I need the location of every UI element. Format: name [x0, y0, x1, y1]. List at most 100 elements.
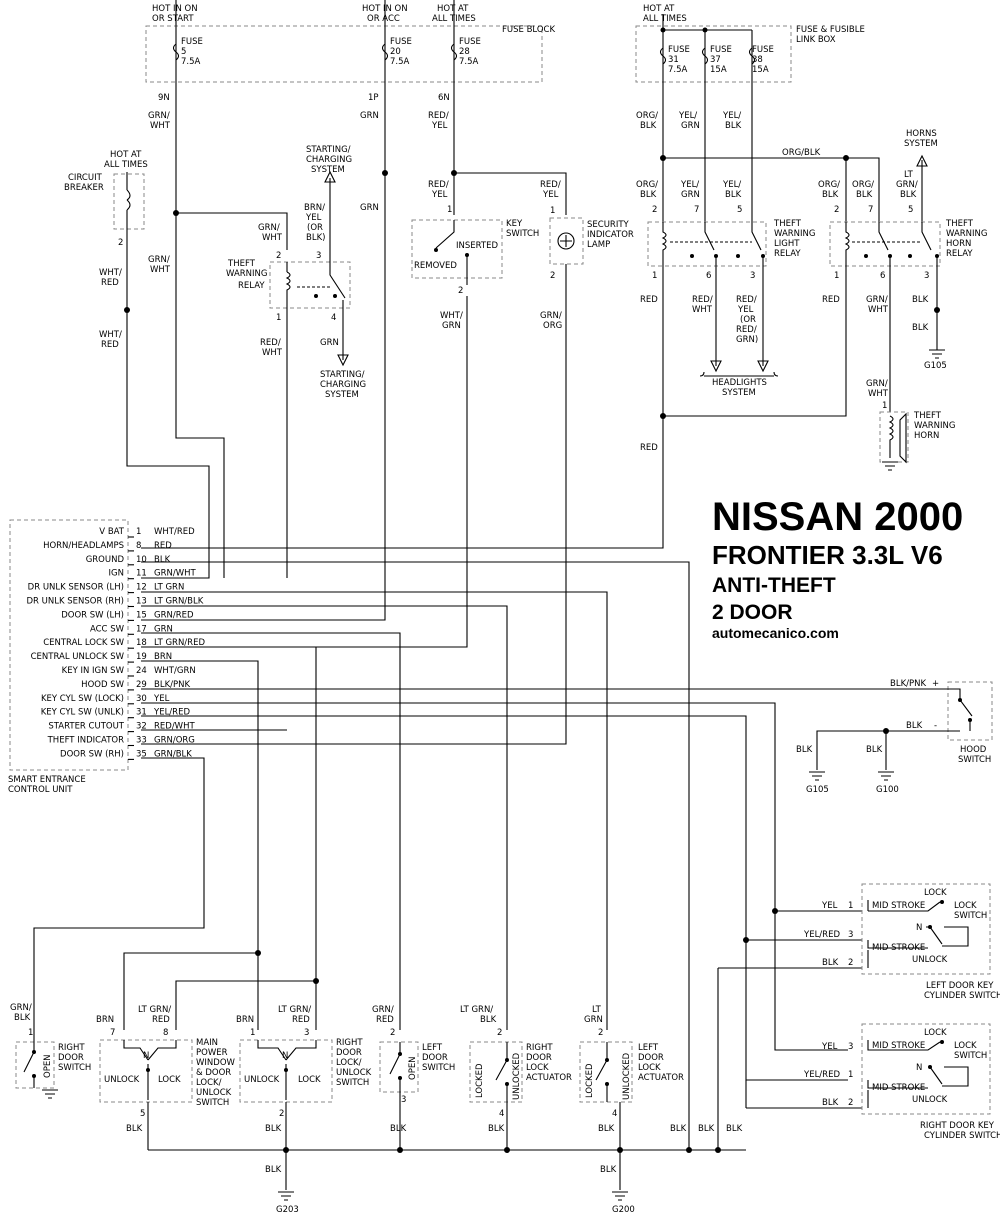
rkc-w3: BLK: [822, 1098, 839, 1108]
secu-terminal-name: KEY CYL SW (UNLK): [41, 708, 124, 718]
twlr-pin-2: 2: [652, 205, 657, 215]
twr-label-l1: THEFT: [227, 259, 256, 269]
g203-wire: BLK: [265, 1165, 282, 1175]
ground-bus: BLK BLK BLK BLK BLK G203 G200: [148, 1124, 746, 1215]
fuse-31-wire-l2: BLK: [640, 121, 657, 131]
twhr-w7-l1: ORG/: [852, 180, 874, 190]
fuse-38-name: FUSE: [752, 45, 774, 55]
mpw-label-l4: & DOOR: [196, 1068, 231, 1078]
twr-up-sys-l3: SYSTEM: [311, 165, 345, 175]
twr-in-wire-l1: GRN/: [258, 223, 280, 233]
cb-label-l2: BREAKER: [64, 183, 104, 193]
twhr-w2-l2: BLK: [822, 190, 839, 200]
twr-dn-sys-l1: STARTING/: [320, 370, 365, 380]
twhr-w2-l1: ORG/: [818, 180, 840, 190]
secu-terminal-pin: 17: [136, 624, 147, 634]
fuse-38-number: 38: [752, 55, 763, 65]
mpw-w8-l2: RED: [152, 1015, 170, 1025]
cb-wire-b-l1: WHT/: [99, 330, 122, 340]
control-unit-wires: [33, 561, 940, 1150]
hood-plus: +: [932, 679, 939, 689]
rdla-p2: 2: [497, 1028, 502, 1038]
secu-terminal-wire: WHT/RED: [154, 527, 195, 537]
lkc-n: N: [916, 923, 922, 933]
rdl-w3-l2: RED: [292, 1015, 310, 1025]
right-door-lock-unlock-switch: BRN LT GRN/ RED 1 3 N UNLOCK LOCK RIGHT …: [236, 1005, 372, 1190]
ldla-w-l1: LT: [592, 1005, 602, 1015]
cb-hot-l1: HOT AT: [110, 150, 142, 160]
rdla-label-l3: LOCK: [526, 1063, 549, 1073]
right-door-key-cylinder-switch: YEL 3 YEL/RED 1 BLK 2 LOCK MID STROKE LO…: [745, 1023, 1000, 1141]
cb-wire-a-l2: RED: [101, 278, 119, 288]
horn-label-l2: WARNING: [914, 421, 955, 431]
lkc-sw1: LOCK: [954, 901, 977, 911]
twlr-w3-l5: GRN): [736, 335, 758, 345]
fuse-31-amp: 7.5A: [668, 65, 688, 75]
twr-out4-wire: GRN: [320, 338, 339, 348]
twlr-w3-l3: (OR: [740, 315, 756, 325]
twlr-pin-5: 5: [737, 205, 742, 215]
fuse-31-name: FUSE: [668, 45, 690, 55]
fuse-38-wire-l2: BLK: [725, 121, 742, 131]
secu-terminal-wire: GRN: [154, 624, 173, 634]
secu-terminal-pin: 30: [136, 694, 147, 704]
ldla-p4: 4: [612, 1109, 617, 1119]
sil-label-l2: INDICATOR: [587, 230, 634, 240]
mpw-w7: BRN: [96, 1015, 114, 1025]
rkc-w2: YEL/RED: [803, 1070, 840, 1080]
rdl-lock: LOCK: [298, 1075, 321, 1085]
lds-w3: BLK: [390, 1124, 407, 1134]
twlr-label-l2: WARNING: [774, 229, 815, 239]
acc-wire-label: GRN: [360, 203, 379, 213]
sil-out-wire-l1: GRN/: [540, 311, 562, 321]
fuse-37-wire-l2: GRN: [681, 121, 700, 131]
lkc-unlock: UNLOCK: [912, 955, 948, 965]
secu-terminal-wire: GRN/BLK: [154, 749, 192, 759]
ldla-label-l1: LEFT: [638, 1043, 659, 1053]
cb-wire-b-l2: RED: [101, 340, 119, 350]
secu-terminal-pin: 13: [136, 597, 147, 607]
ldla-w4: BLK: [598, 1124, 615, 1134]
mpw-unlock: UNLOCK: [104, 1075, 140, 1085]
hood-g105-wire: BLK: [796, 745, 813, 755]
rkc-ms1: MID STROKE: [872, 1041, 925, 1051]
rdl-w3-l1: LT GRN/: [278, 1005, 311, 1015]
twhr-w3-b: BLK: [912, 323, 929, 333]
secu-terminal-name: DR UNLK SENSOR (RH): [27, 597, 125, 607]
hood-minus-wire: BLK: [906, 721, 923, 731]
twhr-pin-5: 5: [908, 205, 913, 215]
theft-warning-light-relay: ORG/ BLK YEL/ GRN YEL/ BLK 2 7 5 THEFT W…: [636, 180, 815, 398]
twhr-w3: BLK: [912, 295, 929, 305]
secu-terminal-pin: 8: [136, 541, 141, 551]
twlr-w6-l1: RED/: [692, 295, 713, 305]
twr-up-sys-l1: STARTING/: [306, 145, 351, 155]
twr-out-wire-l1: RED/: [260, 338, 281, 348]
twhr-pin-7: 7: [868, 205, 873, 215]
fuse-38-wire-l1: YEL/: [722, 111, 741, 121]
rdla-locked: LOCKED: [475, 1063, 485, 1098]
secu-terminal-name: DOOR SW (RH): [60, 749, 124, 759]
rkc-label-l1: RIGHT DOOR KEY: [920, 1121, 995, 1131]
fuse-28-name: FUSE: [459, 37, 481, 47]
fuse-source-2-line2: OR ACC: [367, 14, 400, 24]
twhr-pin-3: 3: [924, 271, 929, 281]
ign-wire-run: GRN/ WHT: [148, 88, 288, 578]
twlr-w3-l4: RED/: [736, 325, 757, 335]
twlr-w7-l1: YEL/: [680, 180, 699, 190]
g200-wire: BLK: [600, 1165, 617, 1175]
red-horn-wire: RED: [640, 443, 658, 453]
secu-terminal-name: DR UNLK SENSOR (LH): [28, 583, 124, 593]
lds-p2: 2: [390, 1028, 395, 1038]
mpw-w8-l1: LT GRN/: [138, 1005, 171, 1015]
fuse-20-pin: 1P: [368, 93, 379, 103]
secu-terminal-pin: 12: [136, 583, 147, 593]
rdl-n: N: [282, 1051, 288, 1061]
rds-label-l3: SWITCH: [58, 1063, 91, 1073]
secu-terminal-wire: BLK: [154, 555, 171, 565]
